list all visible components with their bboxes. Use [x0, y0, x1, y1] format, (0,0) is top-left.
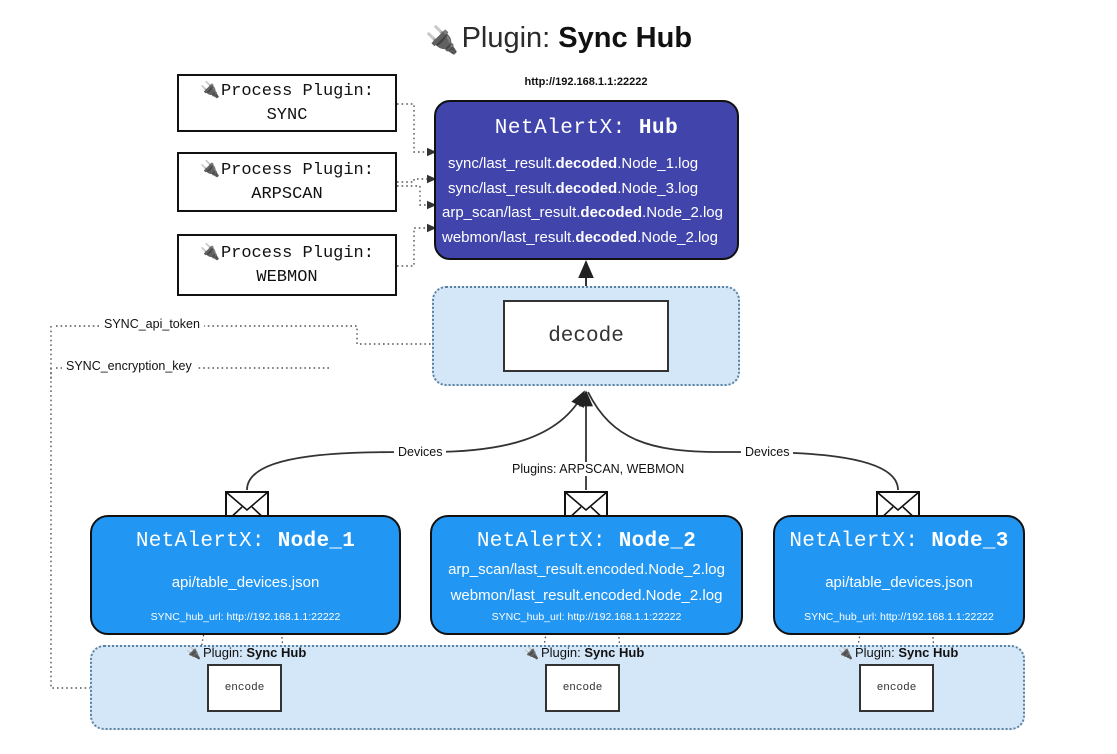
hub-box[interactable]: NetAlertX: Hub sync/last_result.decoded.… — [434, 100, 739, 260]
plug-icon: 🔌 — [424, 25, 459, 55]
encode-box-2[interactable]: encode — [545, 664, 620, 712]
node-lines: api/table_devices.json — [825, 556, 973, 610]
encode-caption-1: 🔌Plugin: Sync Hub — [186, 645, 307, 660]
hub-log-row: webmon/last_result.decoded.Node_2.log — [442, 228, 718, 246]
process-plugin-line1: 🔌Process Plugin: — [200, 242, 374, 263]
decode-label: decode — [548, 324, 624, 348]
plug-icon: 🔌 — [186, 646, 201, 660]
process-plugin-line2: WEBMON — [256, 268, 318, 287]
process-plugin-box-webmon[interactable]: 🔌Process Plugin: WEBMON — [177, 234, 397, 296]
hub-log-row: arp_scan/last_result.decoded.Node_2.log — [442, 204, 723, 221]
secret-label-sync-encryption-key: SYNC_encryption_key — [62, 359, 196, 373]
page-title-lead: Plugin: — [461, 22, 551, 54]
plug-icon: 🔌 — [524, 646, 539, 660]
node-box-node-2[interactable]: NetAlertX: Node_2 arp_scan/last_result.e… — [430, 515, 743, 635]
process-plugin-line1: 🔌Process Plugin: — [200, 80, 374, 101]
hub-title: NetAlertX: Hub — [494, 117, 679, 140]
node-title: NetAlertX: Node_1 — [135, 530, 356, 553]
process-plugin-line1: 🔌Process Plugin: — [200, 159, 374, 180]
node-foot-sync-hub-url: SYNC_hub_url: http://192.168.1.1:22222 — [491, 611, 682, 623]
process-plugin-line2: SYNC — [266, 106, 308, 125]
node-line: webmon/last_result.encoded.Node_2.log — [450, 587, 723, 604]
process-plugin-line2: ARPSCAN — [251, 185, 323, 204]
encode-label: encode — [876, 682, 917, 694]
plug-icon: 🔌 — [200, 159, 220, 178]
encode-label: encode — [224, 682, 265, 694]
page-title-strong: Sync Hub — [558, 22, 693, 54]
decode-box[interactable]: decode — [503, 300, 669, 372]
node-lines: api/table_devices.json — [172, 556, 320, 610]
node-foot-sync-hub-url: SYNC_hub_url: http://192.168.1.1:22222 — [150, 611, 341, 623]
hub-log-row: sync/last_result.decoded.Node_1.log — [448, 155, 699, 172]
page-title: 🔌Plugin: Sync Hub — [0, 16, 1117, 62]
encode-box-1[interactable]: encode — [207, 664, 282, 712]
node-foot-sync-hub-url: SYNC_hub_url: http://192.168.1.1:22222 — [804, 611, 994, 623]
hub-log-rows: sync/last_result.decoded.Node_1.log sync… — [436, 152, 737, 250]
node-line: api/table_devices.json — [171, 574, 320, 591]
plug-icon: 🔌 — [200, 242, 220, 261]
process-plugin-box-arpscan[interactable]: 🔌Process Plugin: ARPSCAN — [177, 152, 397, 212]
node-line: api/table_devices.json — [825, 574, 973, 591]
plug-icon: 🔌 — [838, 646, 853, 660]
node-box-node-1[interactable]: NetAlertX: Node_1 api/table_devices.json… — [90, 515, 401, 635]
encode-caption-2: 🔌Plugin: Sync Hub — [524, 645, 645, 660]
encode-box-3[interactable]: encode — [859, 664, 934, 712]
hub-log-row: sync/last_result.decoded.Node_3.log — [448, 179, 699, 197]
secret-label-sync-api-token: SYNC_api_token — [100, 317, 204, 331]
node-title: NetAlertX: Node_2 — [476, 530, 697, 553]
edge-label-plugins-mid: Plugins: ARPSCAN, WEBMON — [508, 462, 689, 476]
encode-caption-3: 🔌Plugin: Sync Hub — [838, 645, 959, 660]
plug-icon: 🔌 — [200, 80, 220, 99]
process-plugin-box-sync[interactable]: 🔌Process Plugin: SYNC — [177, 74, 397, 132]
node-line: arp_scan/last_result.encoded.Node_2.log — [448, 561, 725, 578]
node-title: NetAlertX: Node_3 — [789, 530, 1009, 553]
hub-url-label: http://192.168.1.1:22222 — [524, 76, 648, 88]
edge-label-devices-right: Devices — [741, 445, 794, 459]
node-box-node-3[interactable]: NetAlertX: Node_3 api/table_devices.json… — [773, 515, 1025, 635]
node-lines: arp_scan/last_result.encoded.Node_2.log … — [448, 556, 725, 610]
edge-label-devices-left: Devices — [394, 445, 447, 459]
encode-label: encode — [562, 682, 603, 694]
